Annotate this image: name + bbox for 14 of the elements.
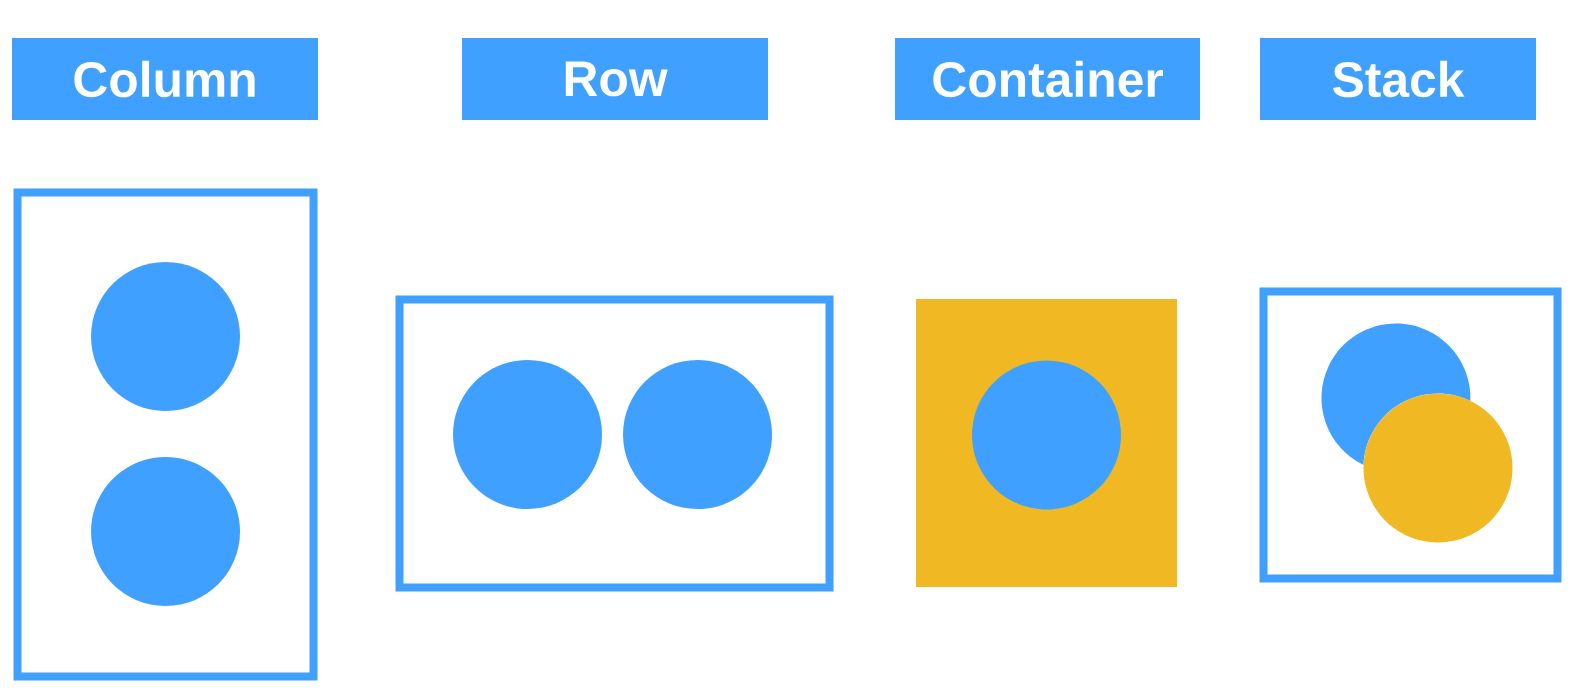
heading-box: Row: [462, 38, 768, 120]
circle: [453, 360, 602, 509]
circle: [91, 457, 240, 606]
circle: [972, 360, 1121, 510]
heading-box: Container: [895, 38, 1200, 120]
circle: [91, 262, 240, 411]
heading-box: Column: [12, 38, 318, 120]
outline-box: [13, 188, 318, 681]
outline-box: [1259, 287, 1562, 583]
outline-box: [395, 295, 834, 592]
circle: [623, 360, 772, 509]
heading-box: Stack: [1260, 38, 1536, 120]
circle: [1363, 393, 1513, 543]
crescent: [1321, 323, 1471, 466]
